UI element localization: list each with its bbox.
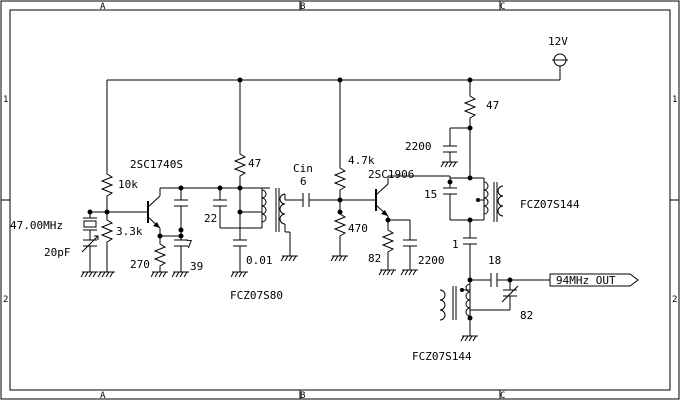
cap-tank-15: 15 — [424, 182, 484, 221]
coil-fcz07s80: FCZ07S80 — [230, 187, 300, 302]
svg-text:4.7k: 4.7k — [348, 154, 375, 167]
coil-fcz07s144-2: FCZ07S144 — [412, 280, 472, 363]
svg-text:47: 47 — [248, 157, 261, 170]
output-label: 94MHz OUT — [556, 274, 616, 287]
zone-label-right-1: 1 — [672, 95, 677, 105]
trim-cap-82: 82 — [470, 280, 533, 322]
zone-label-bottom-a: A — [100, 391, 106, 400]
svg-text:47.00MHz: 47.00MHz — [10, 219, 63, 232]
svg-text:2200: 2200 — [418, 254, 445, 267]
r-supply-47: 47 — [463, 80, 499, 128]
svg-text:0.01: 0.01 — [246, 254, 273, 267]
supply-label: 12V — [548, 35, 568, 48]
svg-text:470: 470 — [348, 222, 368, 235]
svg-text:15: 15 — [424, 188, 437, 201]
svg-text:10k: 10k — [118, 178, 138, 191]
r-bias-3k3: 3.3k — [100, 212, 143, 272]
svg-text:1: 1 — [452, 238, 459, 251]
zone-label-bottom-b: B — [300, 391, 305, 400]
supply-terminal: 12V — [548, 35, 568, 80]
r-emitter-270: 270 — [130, 236, 167, 272]
svg-text:47: 47 — [486, 99, 499, 112]
cap-cin-6: Cin 6 — [293, 162, 340, 207]
cap-emitter-2200: 2200 — [403, 220, 445, 270]
cap-tank-22: 22 — [204, 188, 262, 229]
zone-label-left-1: 1 — [3, 95, 8, 105]
svg-text:FCZ07S144: FCZ07S144 — [520, 198, 580, 211]
r-collector-47: 47 — [233, 80, 261, 188]
svg-text:Cin: Cin — [293, 162, 313, 175]
r-bias-4k7: 4.7k — [333, 80, 375, 200]
svg-text:20pF: 20pF — [44, 246, 71, 259]
output-port: 94MHz OUT — [549, 273, 639, 287]
svg-text:18: 18 — [488, 254, 501, 267]
trim-cap-20pf: 20pF — [44, 235, 99, 272]
svg-text:82: 82 — [520, 309, 533, 322]
cap-out-18: 18 — [470, 254, 550, 287]
svg-text:2SC1906: 2SC1906 — [368, 168, 414, 181]
cap-emitter-39: 39 — [174, 239, 203, 273]
cap-bypass-001: 0.01 — [233, 239, 273, 272]
transistor-q1: 2SC1740S — [130, 158, 183, 236]
zone-label-left-2: 2 — [3, 295, 8, 305]
cap-decoupling-2200: 2200 — [405, 128, 457, 162]
svg-text:39: 39 — [190, 260, 203, 273]
r-bias-10k: 10k — [100, 168, 138, 212]
coil-fcz07s144-1: FCZ07S144 — [476, 178, 580, 222]
svg-text:22: 22 — [204, 212, 217, 225]
r-emitter-82: 82 — [368, 220, 395, 270]
svg-text:FCZ07S144: FCZ07S144 — [412, 350, 472, 363]
cap-link-1: 1 — [452, 220, 477, 280]
supply-rail — [106, 77, 560, 168]
zone-label-bottom-c: C — [500, 391, 505, 400]
svg-text:6: 6 — [300, 175, 307, 188]
zone-label-top-c: C — [500, 2, 505, 12]
transistor-q2: 2SC1906 — [368, 168, 414, 220]
zone-label-top-a: A — [100, 2, 106, 12]
zone-label-right-2: 2 — [672, 295, 677, 305]
svg-text:82: 82 — [368, 252, 381, 265]
svg-text:2200: 2200 — [405, 140, 432, 153]
crystal-47mhz: 47.00MHz — [10, 212, 97, 240]
r-bias-470: 470 — [333, 200, 368, 256]
svg-text:FCZ07S80: FCZ07S80 — [230, 289, 283, 302]
svg-text:270: 270 — [130, 258, 150, 271]
svg-text:3.3k: 3.3k — [116, 225, 143, 238]
zone-label-top-b: B — [300, 2, 305, 12]
svg-text:7: 7 — [186, 238, 193, 251]
cap-feedback-7: 7 — [174, 188, 193, 251]
svg-text:2SC1740S: 2SC1740S — [130, 158, 183, 171]
